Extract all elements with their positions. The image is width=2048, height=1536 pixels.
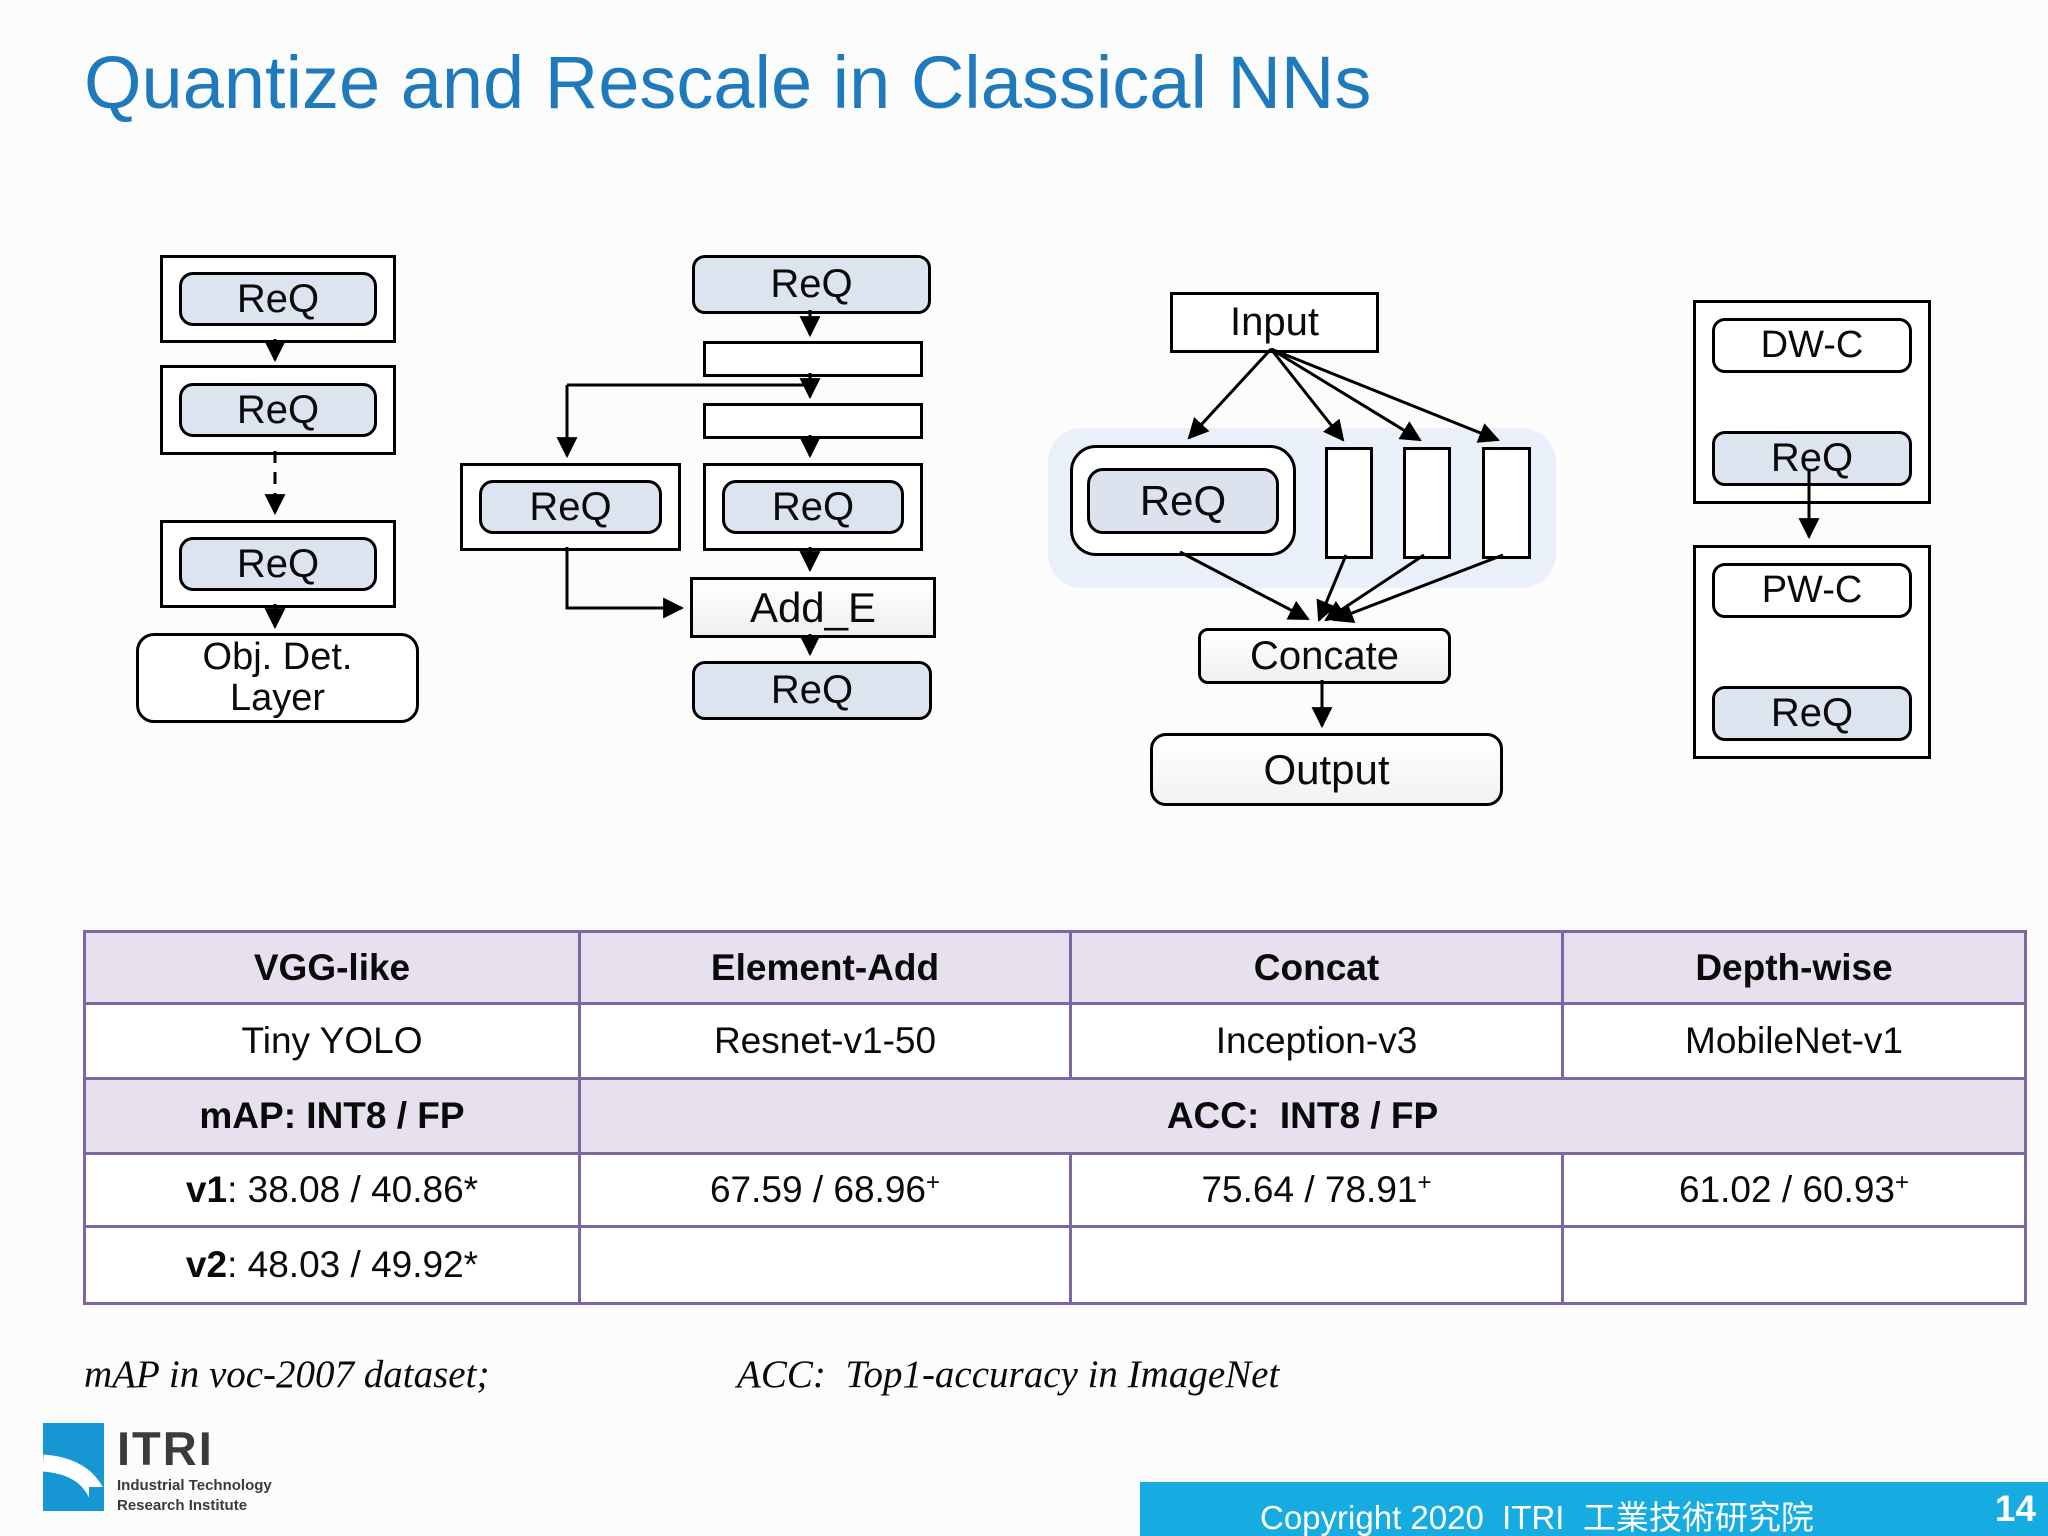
- v1-vgg-values: : 38.08 / 40.86*: [227, 1169, 479, 1210]
- eadd-req-right-box: ReQ: [722, 480, 904, 534]
- eadd-req-top-box: ReQ: [692, 255, 931, 314]
- header-element-add: Element-Add: [578, 930, 1072, 1005]
- page-number: 14: [1994, 1488, 2036, 1529]
- v1-concat-cell: 75.64 / 78.91+: [1069, 1152, 1564, 1228]
- v1-element-add-cell: 67.59 / 68.96+: [578, 1152, 1072, 1228]
- v2-depth-wise-cell: [1561, 1225, 2027, 1305]
- vgg-req-2-box: ReQ: [179, 383, 377, 437]
- obj-det-layer-box: Obj. Det. Layer: [136, 633, 419, 723]
- v2-label: v2: [185, 1244, 228, 1285]
- itri-logo-subtitle-1: Industrial Technology: [117, 1477, 272, 1494]
- concat-branch-box-1: [1325, 447, 1373, 559]
- vgg-req-3-box: ReQ: [179, 537, 377, 591]
- v1-vgg-cell: v1: 38.08 / 40.86*: [83, 1152, 581, 1228]
- model-resnet: Resnet-v1-50: [578, 1002, 1072, 1080]
- metric-map-label: mAP: INT8 / FP: [83, 1077, 581, 1155]
- add-e-box: Add_E: [690, 577, 936, 638]
- itri-logo-icon: [42, 1423, 110, 1516]
- vgg-block-2: ReQ: [160, 365, 396, 455]
- model-tiny-yolo: Tiny YOLO: [83, 1002, 581, 1080]
- results-table: VGG-like Element-Add Concat Depth-wise T…: [83, 930, 2027, 1305]
- dw-req-top-box: ReQ: [1712, 431, 1912, 486]
- v2-vgg-cell: v2: 48.03 / 49.92*: [83, 1225, 581, 1305]
- eadd-conv-box-1: [703, 341, 923, 377]
- v2-vgg-values: : 48.03 / 49.92*: [227, 1244, 479, 1285]
- dw-block-top: DW-C ReQ: [1693, 300, 1931, 504]
- obj-det-line2: Layer: [229, 677, 326, 719]
- table-v1-row: v1: 38.08 / 40.86* 67.59 / 68.96+ 75.64 …: [83, 1152, 2027, 1228]
- table-metric-row: mAP: INT8 / FP ACC: INT8 / FP: [83, 1077, 2027, 1155]
- vgg-block-1: ReQ: [160, 255, 396, 343]
- header-vgg-like: VGG-like: [83, 930, 581, 1005]
- eadd-right-block: ReQ: [703, 463, 923, 551]
- dw-req-bottom-box: ReQ: [1712, 686, 1912, 741]
- itri-logo-subtitle-2: Research Institute: [117, 1497, 248, 1514]
- copyright-text: Copyright 2020 ITRI 工業技術研究院: [1260, 1499, 1814, 1536]
- v1-depth-wise-cell: 61.02 / 60.93+: [1561, 1152, 2027, 1228]
- table-model-row: Tiny YOLO Resnet-v1-50 Inception-v3 Mobi…: [83, 1002, 2027, 1080]
- dw-c-box: DW-C: [1712, 318, 1912, 373]
- dw-block-bottom: PW-C ReQ: [1693, 545, 1931, 759]
- table-header-row: VGG-like Element-Add Concat Depth-wise: [83, 930, 2027, 1005]
- eadd-req-bottom-box: ReQ: [692, 661, 932, 720]
- model-mobilenet: MobileNet-v1: [1561, 1002, 2027, 1080]
- concat-req-container: ReQ: [1070, 445, 1296, 556]
- vgg-req-1-box: ReQ: [179, 272, 377, 326]
- obj-det-line1: Obj. Det.: [202, 636, 353, 678]
- metric-acc-label: ACC: INT8 / FP: [578, 1077, 2027, 1155]
- itri-logo-title: ITRI: [117, 1422, 214, 1475]
- eadd-req-left-box: ReQ: [479, 480, 662, 534]
- itri-logo-text: ITRI Industrial Technology Research Inst…: [117, 1422, 272, 1515]
- table-v2-row: v2: 48.03 / 49.92*: [83, 1225, 2027, 1305]
- concat-branch-box-3: [1482, 447, 1531, 559]
- v2-element-add-cell: [578, 1225, 1072, 1305]
- vgg-block-3: ReQ: [160, 520, 396, 608]
- concate-box: Concate: [1198, 628, 1451, 684]
- concat-input-box: Input: [1170, 292, 1379, 353]
- footnote-acc: ACC: Top1-accuracy in ImageNet: [737, 1353, 1280, 1396]
- v2-concat-cell: [1069, 1225, 1564, 1305]
- concat-branch-box-2: [1403, 447, 1451, 559]
- header-depth-wise: Depth-wise: [1561, 930, 2027, 1005]
- concat-output-box: Output: [1150, 733, 1503, 806]
- page-title: Quantize and Rescale in Classical NNs: [84, 41, 1372, 124]
- pw-c-box: PW-C: [1712, 563, 1912, 618]
- model-inception: Inception-v3: [1069, 1002, 1564, 1080]
- v1-label: v1: [185, 1169, 228, 1210]
- concat-req-box: ReQ: [1087, 467, 1279, 534]
- eadd-left-block: ReQ: [460, 463, 681, 551]
- footer-bar: Copyright 2020 ITRI 工業技術研究院 14: [1140, 1482, 2048, 1536]
- eadd-conv-box-2: [703, 403, 923, 439]
- header-concat: Concat: [1069, 930, 1564, 1005]
- footnote-map: mAP in voc-2007 dataset;: [84, 1353, 490, 1396]
